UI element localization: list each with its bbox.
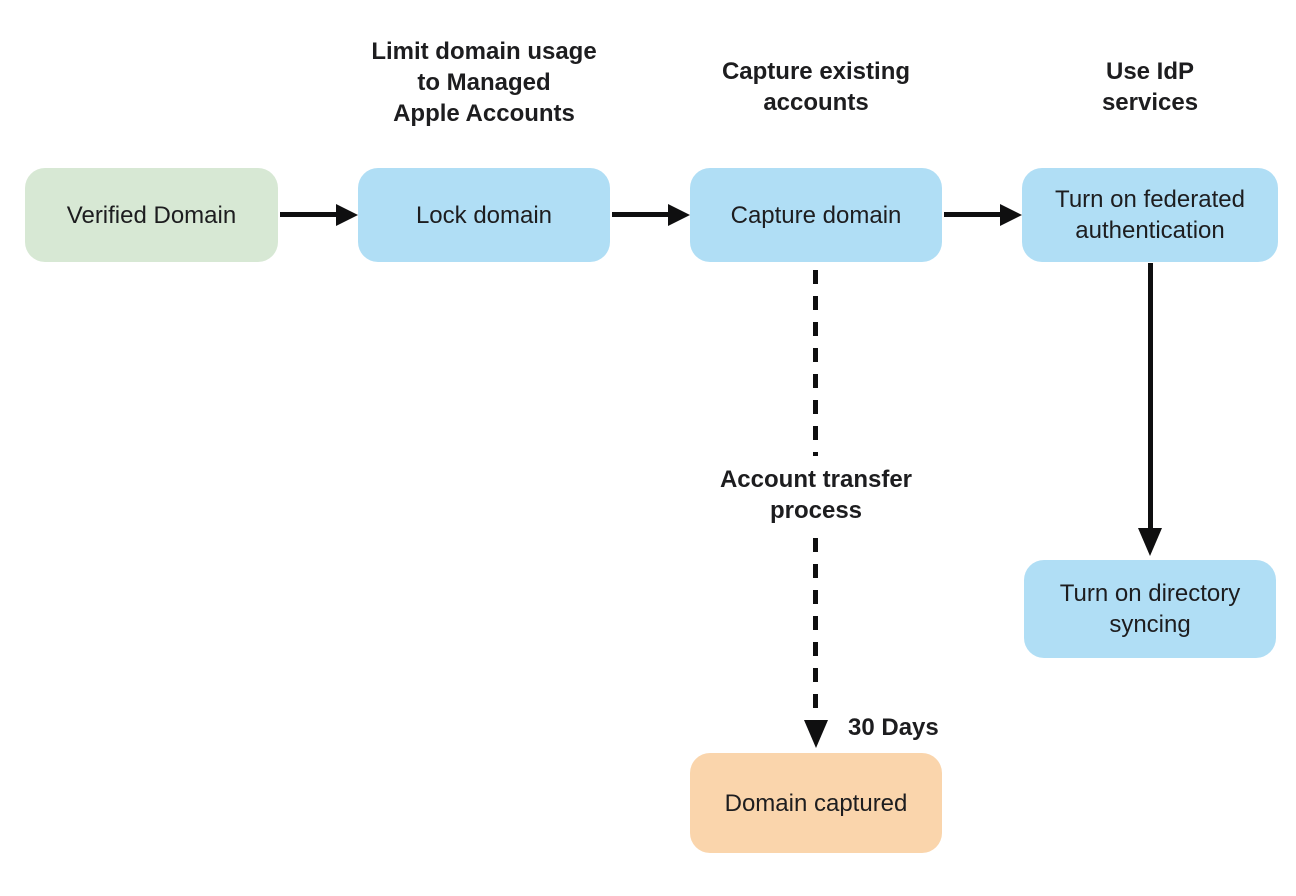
node-federated-authentication: Turn on federated authentication	[1022, 168, 1278, 262]
arrow-capture-to-federated-line	[944, 212, 1002, 217]
edge-label-line: process	[769, 497, 863, 524]
edge-label-thirty-days: 30 Days	[848, 714, 939, 741]
arrow-verified-to-lock-line	[280, 212, 338, 217]
arrowhead-right-icon	[336, 204, 358, 226]
dashed-arrow-capture-to-captured-lower	[813, 538, 818, 720]
stage-label-line: accounts	[763, 89, 869, 116]
arrowhead-right-icon	[1000, 204, 1022, 226]
stage-label-line: Limit domain usage	[371, 38, 597, 65]
dashed-arrow-capture-to-captured-upper	[813, 270, 818, 456]
stage-label-capture-existing: Capture existing accounts	[666, 56, 966, 118]
arrowhead-down-icon	[804, 720, 828, 748]
stage-label-line: Apple Accounts	[393, 100, 575, 127]
stage-label-line: Capture existing	[721, 58, 911, 85]
stage-label-line: to Managed	[417, 69, 551, 96]
arrowhead-down-icon	[1138, 528, 1162, 556]
node-capture-domain: Capture domain	[690, 168, 942, 262]
stage-label-use-idp-services: Use IdP services	[1000, 56, 1296, 118]
edge-label-account-transfer: Account transfer process	[666, 464, 966, 526]
node-directory-syncing: Turn on directory syncing	[1024, 560, 1276, 658]
stage-label-line: services	[1101, 89, 1199, 116]
arrow-federated-to-syncing-line	[1148, 263, 1153, 528]
stage-label-limit-domain-usage: Limit domain usage to Managed Apple Acco…	[334, 36, 634, 129]
node-domain-captured: Domain captured	[690, 753, 942, 853]
arrow-lock-to-capture-line	[612, 212, 670, 217]
node-lock-domain: Lock domain	[358, 168, 610, 262]
arrowhead-right-icon	[668, 204, 690, 226]
node-verified-domain: Verified Domain	[25, 168, 278, 262]
edge-label-line: Account transfer	[719, 466, 913, 493]
stage-label-line: Use IdP	[1105, 58, 1195, 85]
